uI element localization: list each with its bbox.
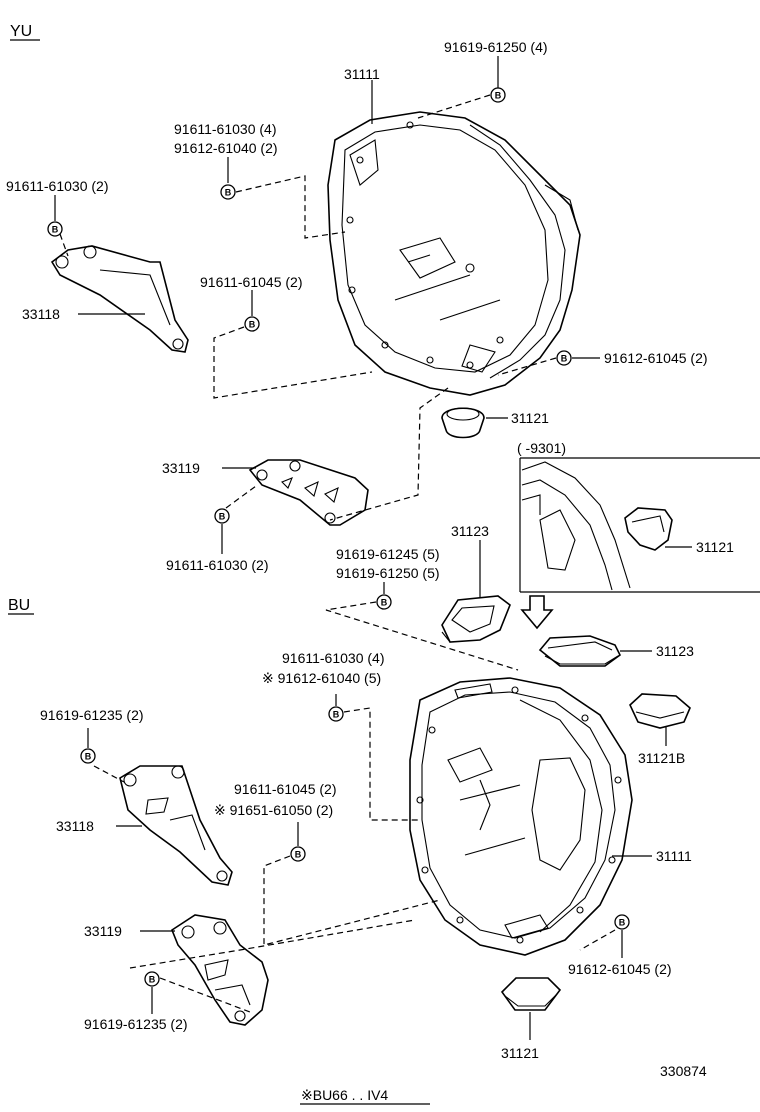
section-yu: YU [10,23,40,41]
label-bu-91611-61030: 91611-61030 (4) [282,650,384,666]
bu-clutch-housing [409,677,633,956]
label-bu-91651-61050: ※ 91651-61050 (2) [214,802,333,818]
label-bu-91619-61250: 91619-61250 (5) [336,565,440,581]
label-yu-91612-61045: 91612-61045 (2) [604,350,708,366]
label-yu-33119: 33119 [162,460,200,476]
svg-text:B: B [333,710,340,720]
label-bu-31121: 31121 [501,1045,539,1061]
label-bu-91619-61235b: 91619-61235 (2) [84,1016,188,1032]
svg-text:B: B [249,320,256,330]
bolt-symbol-bu-bottom: B [144,971,160,987]
label-yu-91611-61030-2a: 91611-61030 (2) [6,178,108,194]
label-yu-31111: 31111 [344,66,380,82]
label-bu-91612-61045: 91612-61045 (2) [568,961,672,977]
label-yu-91611-61045: 91611-61045 (2) [200,274,302,290]
cover-31121b [629,693,691,729]
label-inset-31121: 31121 [696,539,734,555]
section-yu-label: YU [10,23,32,40]
gasket-31123-a [441,595,511,643]
svg-text:B: B [295,850,302,860]
svg-text:B: B [85,752,92,762]
label-bu-91619-61245: 91619-61245 (5) [336,546,440,562]
inset-box: ( -9301) [517,440,760,630]
label-bu-31121b: 31121B [638,750,685,766]
part-labels: 31111 91619-61250 (4) 91611-61030 (4) 91… [6,39,734,1105]
bolt-symbol-bu-right: B [614,914,630,930]
svg-text:B: B [219,512,226,522]
label-bu-33119: 33119 [84,923,122,939]
label-yu-91611-61030-4: 91611-61030 (4) [174,121,276,137]
svg-text:B: B [495,91,502,101]
label-bu-31123: 31123 [656,643,694,659]
yu-bracket-33118 [50,245,189,353]
section-bu: BU [8,597,34,615]
svg-text:B: B [52,225,59,235]
diagram-code: 330874 [660,1063,707,1079]
bolt-symbol-bu-mid: B [328,706,344,722]
label-bu-91612-61040: ※ 91612-61040 (5) [262,670,381,686]
bolt-symbol-bu-left: B [80,748,96,764]
svg-text:B: B [619,918,626,928]
bolt-symbol-yu-mid: B [220,184,236,200]
leader-lines [54,56,692,1040]
bolt-symbol-yu-33119: B [214,508,230,524]
yu-clutch-housing [327,111,581,396]
bolt-symbol-yu-61045: B [244,316,260,332]
yu-plug-31121 [441,407,485,439]
bolt-symbol-yu-right: B [556,350,572,366]
yu-bracket-33119 [248,459,369,526]
label-bu-91619-61235a: 91619-61235 (2) [40,707,144,723]
cover-31123-b [538,635,622,667]
label-yu-33118: 33118 [22,306,60,322]
label-yu-91611-61030-2b: 91611-61030 (2) [166,557,268,573]
label-bu-91611-61045: 91611-61045 (2) [234,781,336,797]
svg-text:B: B [381,598,388,608]
label-bu-33118: 33118 [56,818,94,834]
svg-text:B: B [225,188,232,198]
bu-bracket-33118 [119,765,233,886]
bolt-symbol-yu-left: B [47,221,63,237]
svg-text:B: B [149,975,156,985]
label-yu-91619-61250: 91619-61250 (4) [444,39,548,55]
bu-bracket-33119 [171,914,269,1026]
label-yu-91612-61040-2: 91612-61040 (2) [174,140,278,156]
section-bu-label: BU [8,597,30,614]
bolt-symbol-yu-top: B [490,87,506,103]
bu-plug-31121 [500,977,562,1011]
label-bu-31111: 31111 [656,848,692,864]
inset-range-label: ( -9301) [517,440,566,456]
bolt-symbol-bu-61045: B [290,846,306,862]
label-yu-31123: 31123 [451,523,489,539]
svg-text:B: B [561,354,568,364]
footnote: ※BU66 . . IV4 [301,1087,388,1103]
label-yu-31121: 31121 [511,410,549,426]
bolt-symbol-bu-top: B [376,594,392,610]
